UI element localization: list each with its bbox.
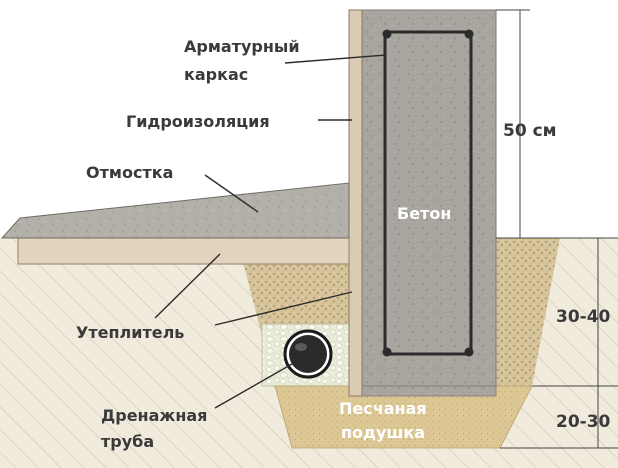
dimension-lines: [496, 9, 618, 449]
gravel-backfill-right: [496, 238, 560, 386]
blind-area: [0, 182, 350, 239]
dim-sand-depth: 20-30: [556, 412, 611, 432]
label-waterproofing: Гидроизоляция: [126, 112, 270, 131]
leader-lines: [154, 54, 387, 409]
label-sand-2: подушка: [341, 423, 425, 442]
waterproofing-layer: [348, 9, 363, 397]
dim-trench-depth: 30-40: [556, 307, 611, 327]
label-concrete: Бетон: [397, 204, 451, 223]
concrete-wall: [361, 9, 497, 387]
insulation-board: [17, 237, 350, 265]
label-drain-2: труба: [101, 432, 154, 451]
drain-pipe-icon: [283, 329, 333, 379]
rebar-cage: [382, 29, 474, 357]
label-blind-area: Отмостка: [86, 163, 173, 182]
label-sand-1: Песчаная: [339, 399, 427, 418]
label-reinforcement-2: каркас: [184, 65, 248, 84]
dim-above-ground: 50 см: [503, 121, 557, 141]
label-drain-1: Дренажная: [101, 406, 207, 425]
label-reinforcement-1: Арматурный: [184, 37, 300, 56]
label-insulation: Утеплитель: [76, 323, 184, 342]
